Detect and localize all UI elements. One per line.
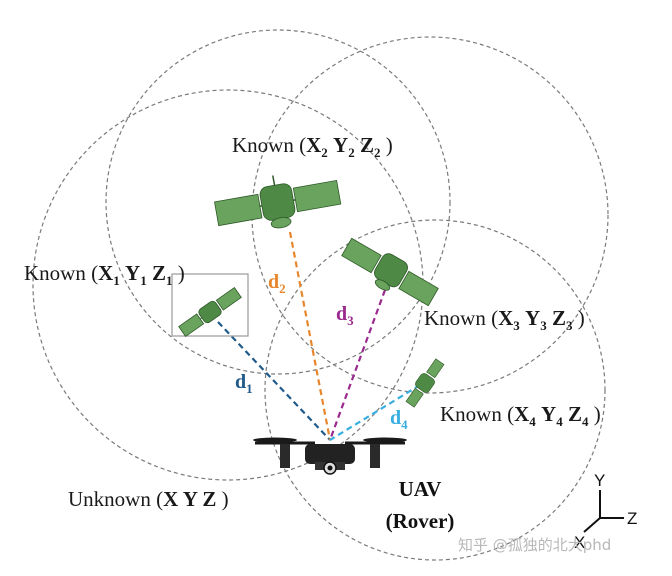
satellite-4-icon: [405, 358, 445, 408]
drone-icon: [253, 437, 407, 475]
uav-title: UAV: [399, 477, 442, 501]
sat2-label: Known (X2 Y2 Z2 ): [232, 133, 393, 160]
distance-line-3: [328, 289, 387, 441]
axes-icon: Y Z X: [574, 471, 637, 552]
watermark: 知乎 @孤独的北大phd: [458, 536, 611, 554]
uav-subtitle: (Rover): [386, 509, 455, 533]
satellite-3-icon: [341, 237, 439, 307]
range-circle-4: [264, 219, 606, 561]
sat4-label: Known (X4 Y4 Z4 ): [440, 402, 601, 429]
distance-label-4: d4: [390, 407, 408, 432]
distance-label-1: d1: [235, 371, 253, 396]
sat3-label: Known (X3 Y3 Z3 ): [424, 306, 585, 333]
satellite-2-icon: [214, 175, 342, 229]
range-circle-3: [251, 36, 609, 394]
range-circle-2: [105, 29, 451, 375]
axis-z-label: Z: [627, 509, 637, 528]
distance-line-2: [288, 231, 332, 441]
sat1-label: Known (X1 Y1 Z1 ): [24, 261, 185, 288]
satellite-1-icon: [171, 273, 249, 337]
range-circles: [32, 29, 609, 561]
rover-coords-label: Unknown (X Y Z ): [68, 487, 229, 511]
distance-lines: [217, 231, 421, 441]
distance-line-1: [217, 321, 331, 441]
axis-y-label: Y: [594, 471, 605, 490]
distance-label-2: d2: [268, 271, 286, 296]
distance-label-3: d3: [336, 303, 354, 328]
distance-line-4: [329, 384, 421, 441]
axis-x-label: X: [574, 533, 585, 552]
